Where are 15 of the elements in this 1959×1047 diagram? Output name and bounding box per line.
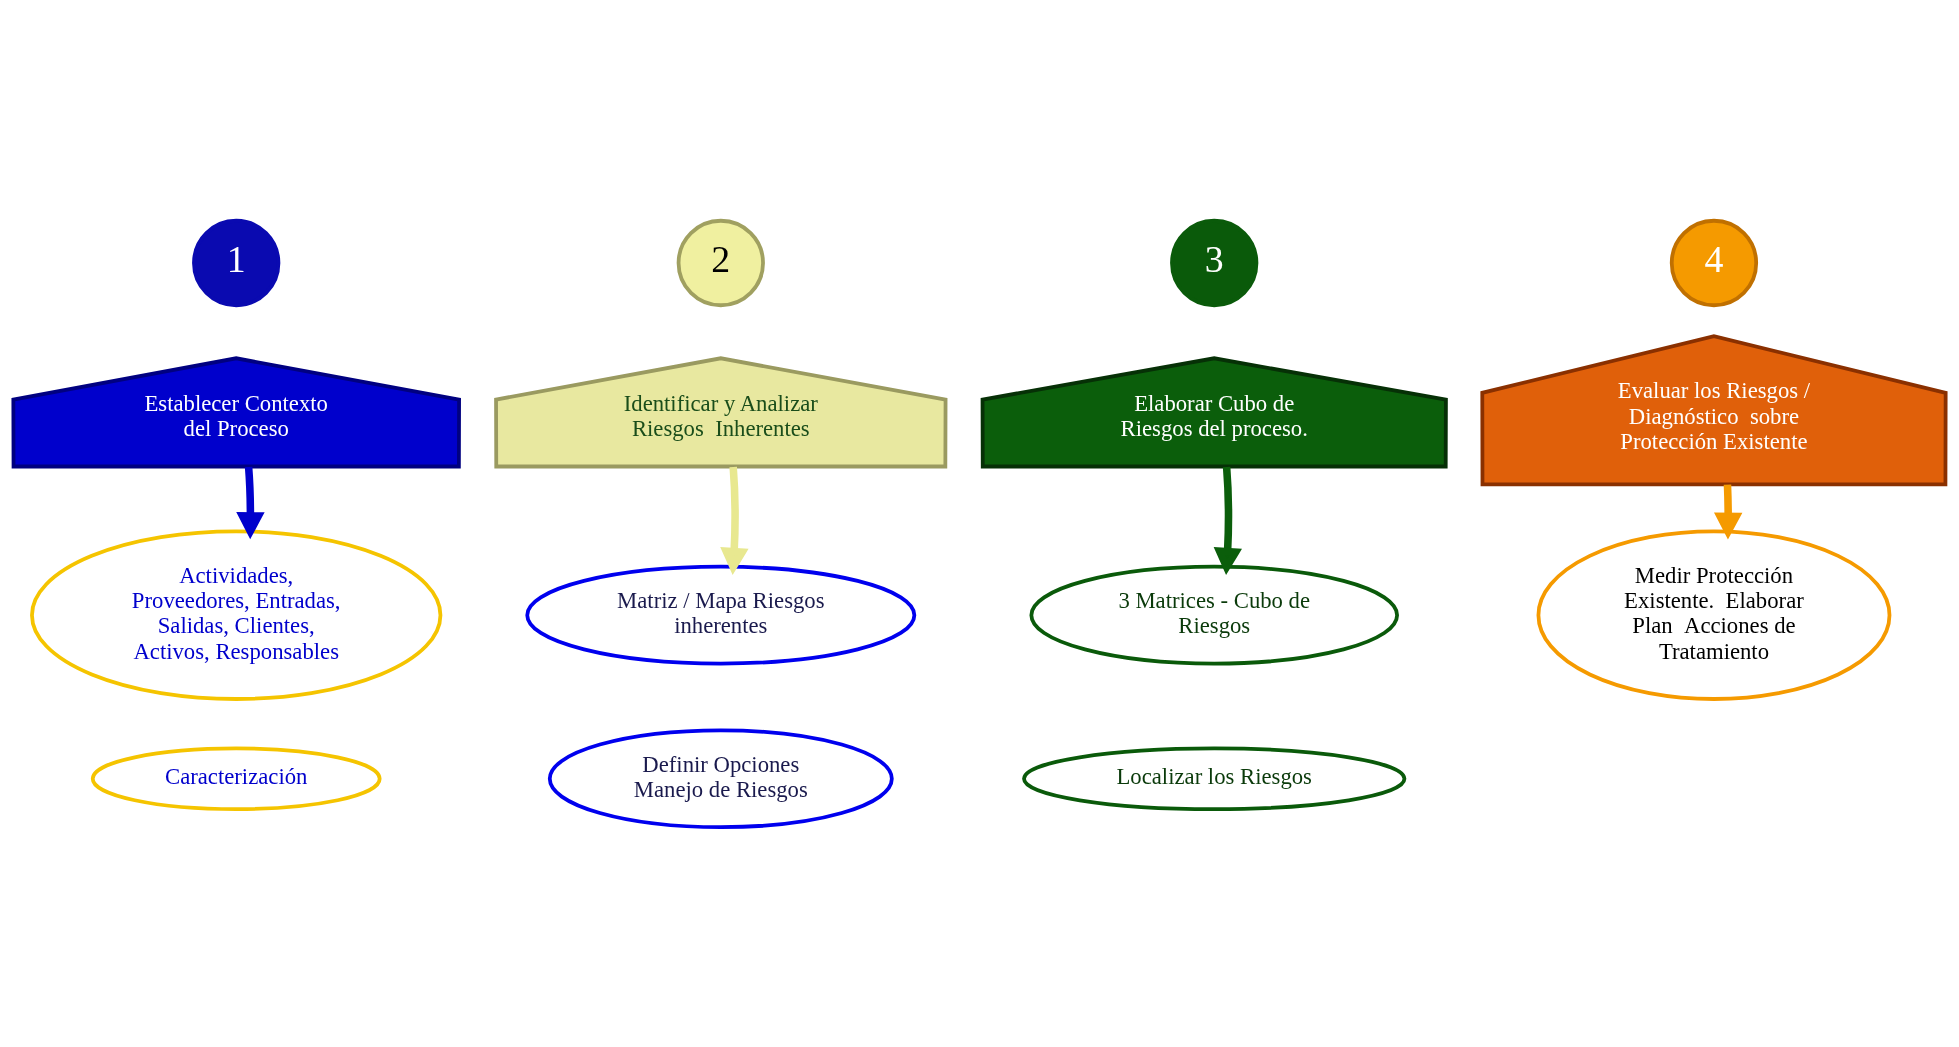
node-ellipse: Actividades, Proveedores, Entradas, Salidas, Clientes, Activos, Responsables [30,528,443,701]
node-ellipse: Medir Protección Existente. Elaborar Plan Acciones de Tratamiento [1536,528,1892,701]
node-ellipse: 3 Matrices - Cubo de Riesgos [1029,564,1399,665]
node-circle: 1 [192,218,281,307]
arrow [720,466,749,575]
node-ellipse: Matriz / Mapa Riesgos inherentes [525,564,917,665]
arrow [1213,466,1242,575]
node-circle: 2 [676,218,765,307]
node-ellipse: Definir Opciones Manejo de Riesgos [547,727,894,829]
arrow [1714,484,1743,540]
node-ellipse: Localizar los Riesgos [1022,746,1407,811]
arrow [236,466,265,539]
node-circle: 3 [1170,218,1259,307]
node-circle: 4 [1669,218,1759,307]
node-ellipse: Caracterización [90,746,382,811]
